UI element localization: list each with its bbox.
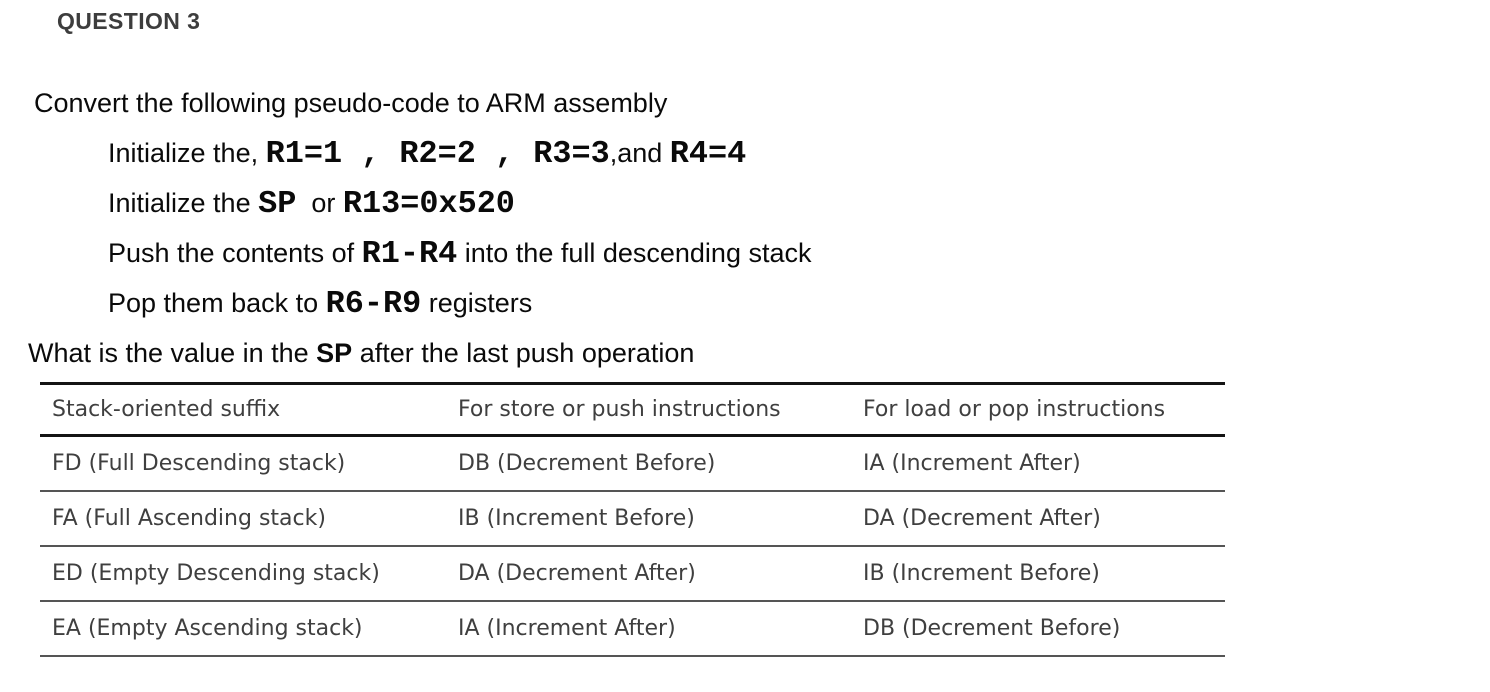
text-segment: registers: [421, 288, 533, 318]
question-document: QUESTION 3 Convert the following pseudo-…: [0, 7, 1490, 657]
intro-line: Convert the following pseudo-code to ARM…: [34, 88, 668, 118]
text-segment: Pop them back to: [108, 288, 326, 318]
step-line-push: Push the contents of R1-R4 into the full…: [108, 228, 1490, 278]
table-header-cell: For store or push instructions: [446, 382, 851, 437]
step-line-initialize-sp: Initialize the SP or R13=0x520: [108, 178, 1490, 228]
text-segment: or: [296, 188, 343, 218]
question-heading: QUESTION 3: [57, 8, 201, 34]
register-code-text: R6-R9: [325, 285, 422, 322]
text-segment: into the full descending stack: [457, 238, 812, 268]
step-line-initialize-registers: Initialize the, R1=1 , R2=2 , R3=3,and R…: [108, 128, 1490, 178]
register-code-text: R4=4: [669, 135, 747, 172]
table-cell: DB (Decrement Before): [851, 600, 1225, 657]
table-header-cell: For load or pop instructions: [851, 382, 1225, 437]
text-segment: ,and: [609, 138, 670, 168]
text-segment: SP: [316, 338, 353, 368]
table-row: FD (Full Descending stack)DB (Decrement …: [40, 435, 1225, 492]
table-cell: IB (Increment Before): [446, 490, 851, 547]
table-cell: IA (Increment After): [446, 600, 851, 657]
text-segment: Push the contents of: [108, 238, 362, 268]
table-cell: FD (Full Descending stack): [40, 435, 446, 492]
register-code-text: R13=0x520: [342, 185, 515, 222]
table-row: EA (Empty Ascending stack)IA (Increment …: [40, 600, 1225, 657]
table-cell: IA (Increment After): [851, 435, 1225, 492]
table-cell: DA (Decrement After): [446, 545, 851, 602]
table-cell: IB (Increment Before): [851, 545, 1225, 602]
table-header-cell: Stack-oriented suffix: [40, 382, 446, 437]
table-cell: DA (Decrement After): [851, 490, 1225, 547]
table-cell: ED (Empty Descending stack): [40, 545, 446, 602]
register-code-text: R1-R4: [361, 235, 458, 272]
table-cell: EA (Empty Ascending stack): [40, 600, 446, 657]
step-line-pop: Pop them back to R6-R9 registers: [108, 278, 1490, 328]
table-row: ED (Empty Descending stack)DA (Decrement…: [40, 545, 1225, 602]
register-code-text: SP: [258, 185, 297, 222]
text-segment: after the last push operation: [352, 338, 695, 368]
table-cell: DB (Decrement Before): [446, 435, 851, 492]
question-line: What is the value in the SP after the la…: [28, 328, 1490, 378]
register-code-text: R1=1 , R2=2 , R3=3: [265, 135, 610, 172]
text-segment: What is the value in the: [28, 338, 317, 368]
text-segment: Initialize the: [108, 188, 259, 218]
table-body: FD (Full Descending stack)DB (Decrement …: [40, 435, 1225, 657]
table-row: FA (Full Ascending stack)IB (Increment B…: [40, 490, 1225, 547]
text-segment: Initialize the,: [108, 138, 266, 168]
table-cell: FA (Full Ascending stack): [40, 490, 446, 547]
